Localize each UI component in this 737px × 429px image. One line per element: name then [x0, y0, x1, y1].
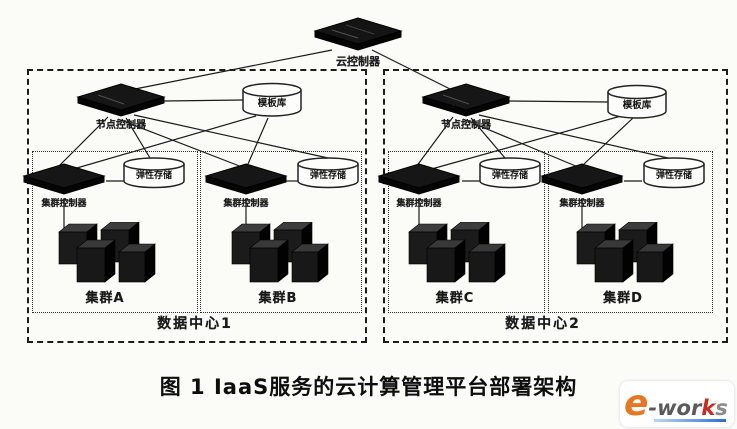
- elastic-storage-a-icon: 弹性存储: [123, 157, 185, 189]
- node-controller-1-icon: [76, 83, 166, 117]
- node-controller-2-label: 节点控制器: [441, 120, 491, 131]
- cluster-d-label: 集群D: [603, 291, 643, 306]
- eworks-logo: e-works: [620, 381, 734, 427]
- elastic-storage-b-icon: 弹性存储: [297, 157, 359, 189]
- elastic-storage-b-label: 弹性存储: [310, 169, 346, 181]
- cluster-controller-b-label: 集群控制器: [223, 199, 269, 209]
- figure-caption: 图 1 IaaS服务的云计算管理平台部署架构: [159, 375, 578, 399]
- cluster-b-label: 集群B: [258, 291, 298, 306]
- datacenter-2-label: 数据中心2: [505, 316, 581, 332]
- datacenter-1-label: 数据中心1: [157, 316, 233, 332]
- elastic-storage-c-icon: 弹性存储: [479, 157, 541, 189]
- cluster-controller-b-icon: [204, 163, 288, 195]
- cluster-b-servers-icon: [231, 222, 329, 283]
- cluster-c-servers-icon: [408, 222, 506, 283]
- cluster-controller-a-icon: [22, 163, 106, 195]
- cluster-c-label: 集群C: [435, 291, 475, 306]
- cluster-controller-d-label: 集群控制器: [559, 199, 605, 209]
- node-controller-2-icon: [421, 83, 511, 117]
- template-db-2-label: 模板库: [623, 99, 652, 111]
- cluster-group-box-a: [32, 151, 198, 313]
- elastic-storage-a-label: 弹性存储: [136, 169, 172, 181]
- cluster-d-servers-icon: [576, 222, 674, 283]
- logo-part-k: k: [701, 396, 716, 420]
- cluster-controller-c-label: 集群控制器: [396, 199, 442, 209]
- logo-underline-bar: [654, 419, 726, 422]
- cluster-controller-d-icon: [540, 163, 624, 195]
- node-controller-1-label: 节点控制器: [96, 120, 146, 131]
- template-db-1-icon: 模板库: [242, 82, 302, 117]
- cluster-controller-c-icon: [377, 163, 461, 195]
- cluster-controller-a-label: 集群控制器: [41, 199, 87, 209]
- cluster-group-box-c: [388, 151, 545, 313]
- logo-letter-e: e: [624, 383, 649, 424]
- logo-part-s: s: [715, 396, 728, 420]
- elastic-storage-d-icon: 弹性存储: [643, 157, 705, 189]
- cluster-a-servers-icon: [58, 222, 156, 283]
- cluster-a-label: 集群A: [85, 291, 125, 306]
- cloud-controller-label: 云控制器: [336, 55, 380, 68]
- elastic-storage-d-label: 弹性存储: [656, 169, 692, 181]
- datacenter-2-box: [383, 69, 728, 343]
- cloud-controller-icon: [313, 17, 403, 51]
- cluster-group-box-d: [548, 151, 713, 313]
- elastic-storage-c-label: 弹性存储: [492, 169, 528, 181]
- template-db-2-icon: 模板库: [607, 84, 667, 119]
- cluster-group-box-b: [200, 151, 362, 313]
- datacenter-1-box: [27, 69, 367, 343]
- template-db-1-label: 模板库: [258, 97, 287, 109]
- logo-part-wor: -wor: [648, 396, 702, 420]
